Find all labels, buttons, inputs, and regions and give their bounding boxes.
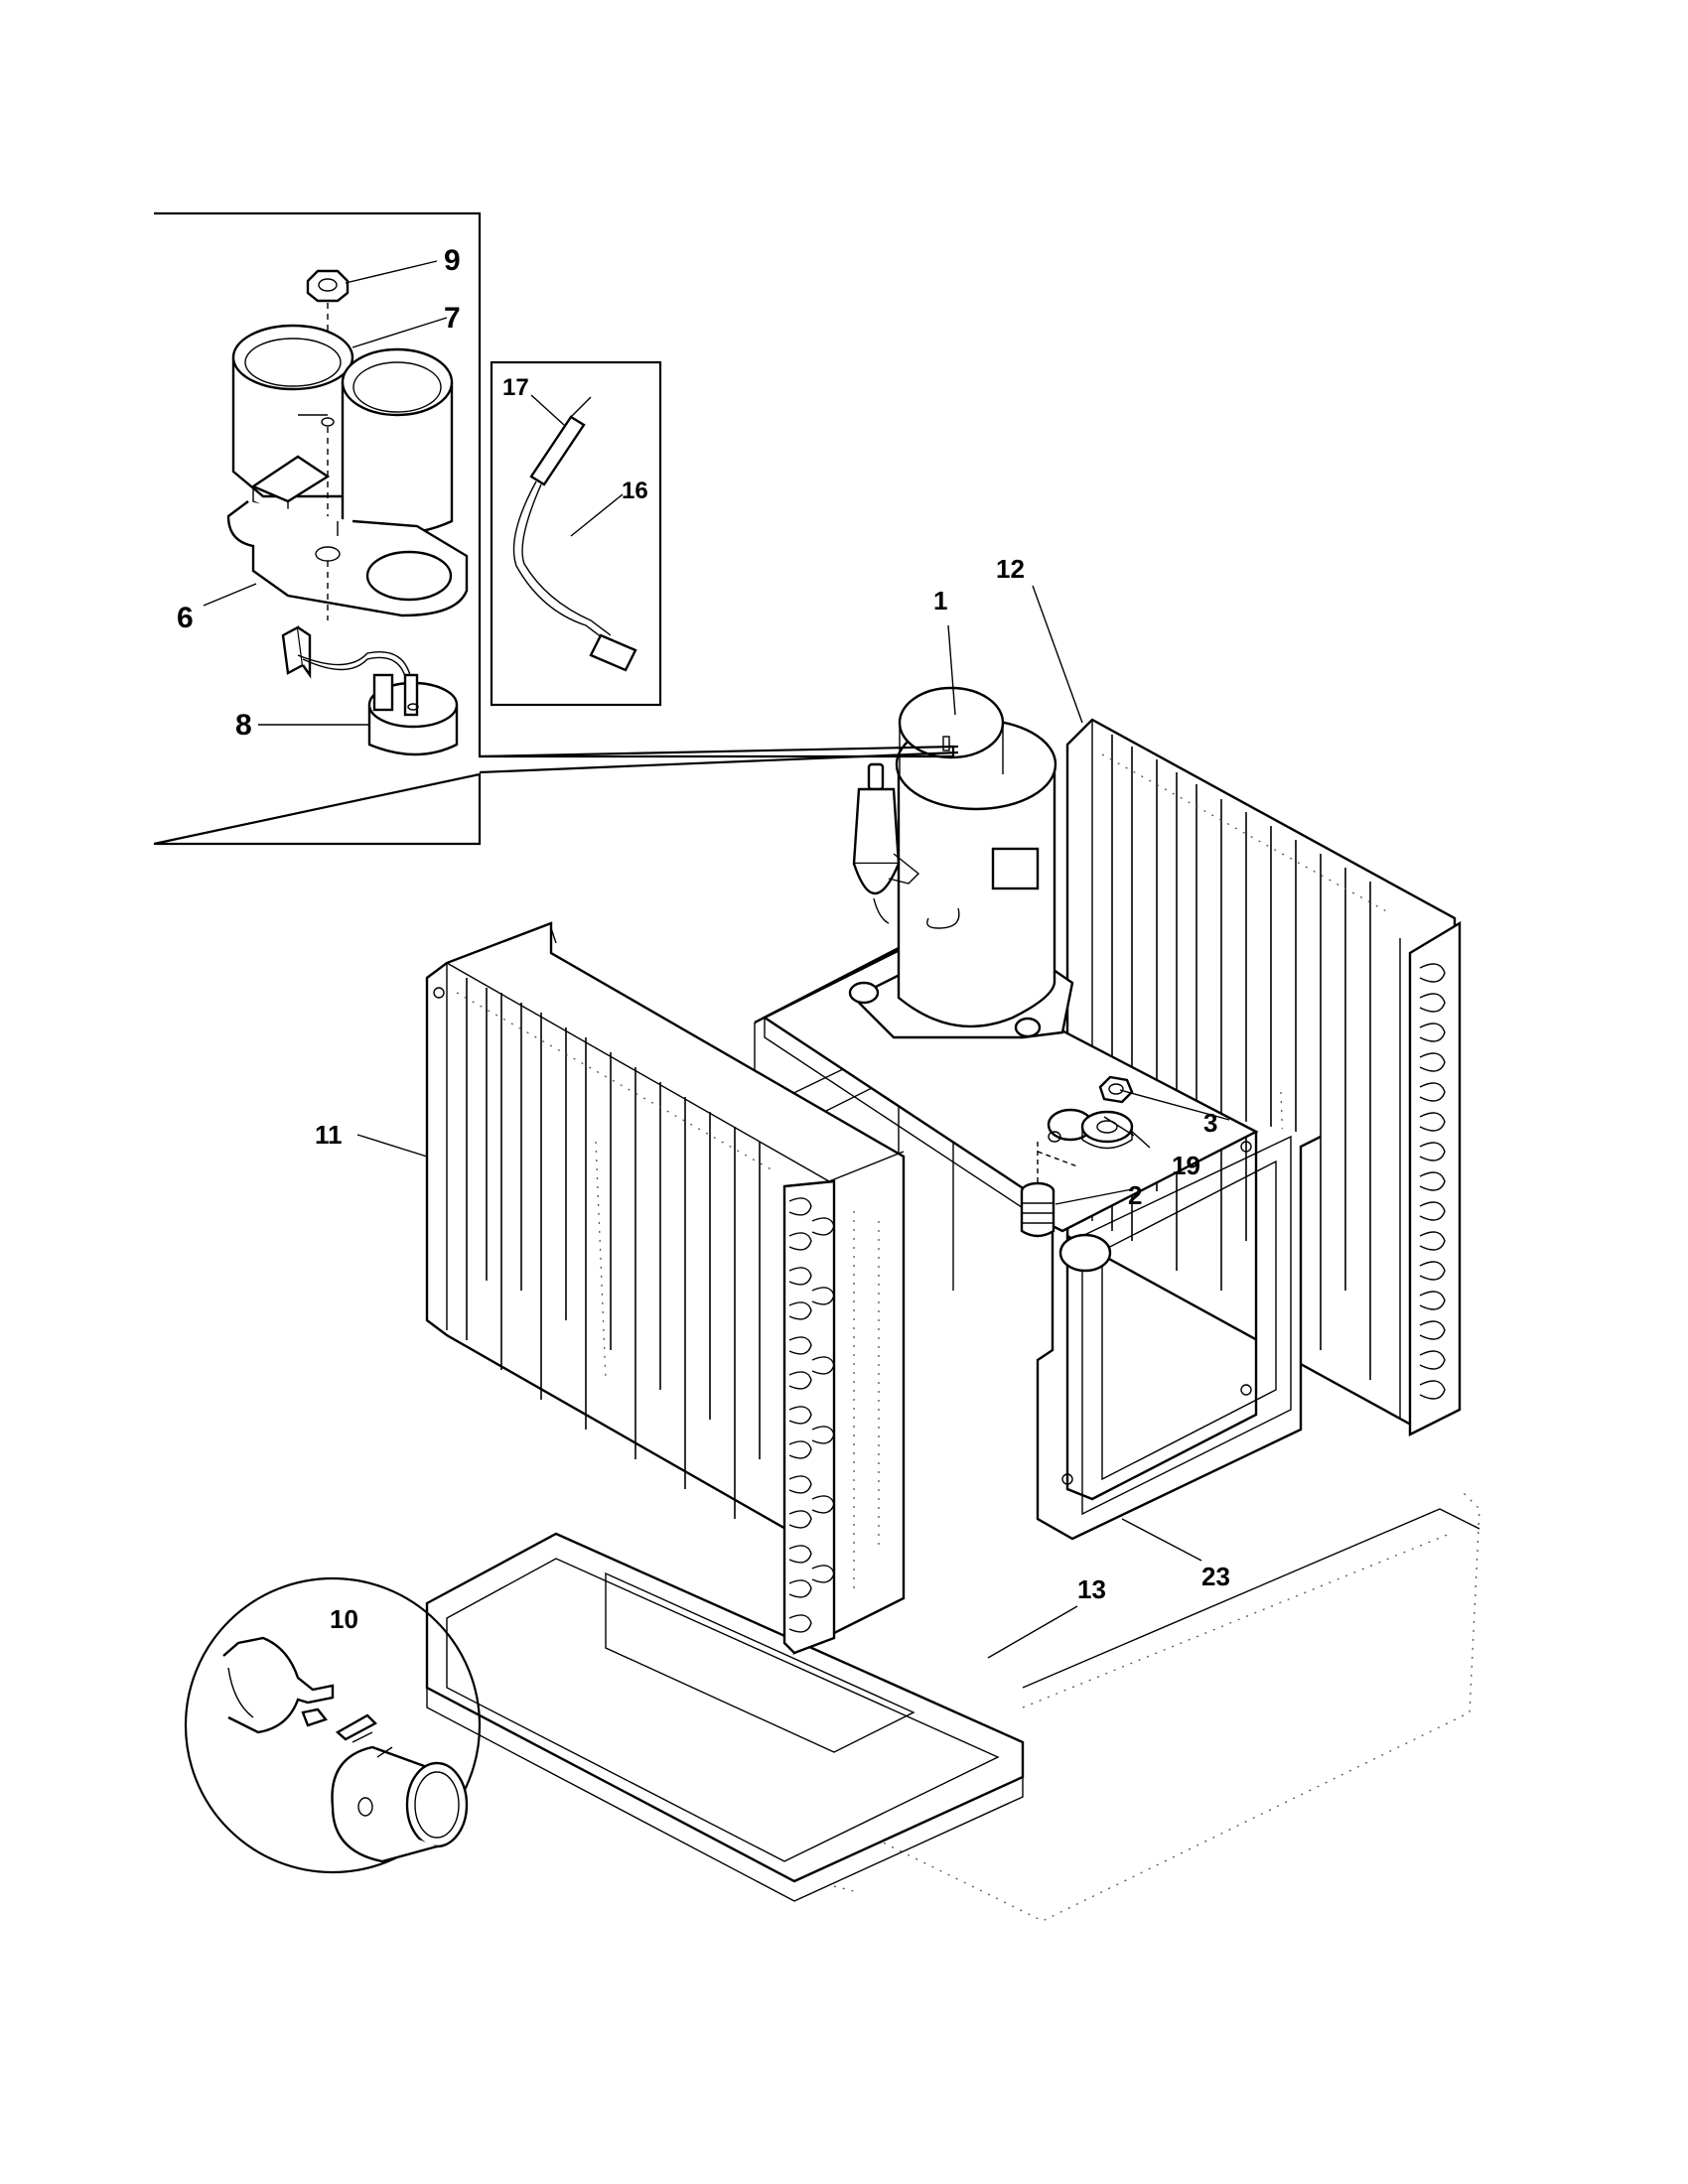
callout-7: 7 [444, 302, 461, 335]
callout-10: 10 [330, 1604, 358, 1634]
callout-17: 17 [502, 374, 529, 401]
callout-9: 9 [444, 244, 461, 277]
leader-lines [203, 260, 1230, 1659]
compressor-icon [848, 686, 1074, 1039]
grommet-icon [1080, 1110, 1134, 1150]
callout-8: 8 [235, 709, 252, 742]
base-pan-icon [425, 1488, 1480, 1922]
nut-icon [1098, 1075, 1134, 1104]
callout-16: 16 [622, 478, 648, 504]
callout-2: 2 [1128, 1180, 1142, 1210]
callout-11: 11 [315, 1120, 343, 1150]
inset-frame-sensor [490, 360, 662, 707]
callout-12: 12 [996, 554, 1025, 584]
gasket-plate-icon [226, 500, 469, 617]
callout-19: 19 [1172, 1151, 1200, 1180]
evaporator-coil-icon [425, 921, 906, 1655]
callout-3: 3 [1203, 1108, 1217, 1138]
condenser-coil-icon [1065, 718, 1462, 1436]
locknut-icon [306, 269, 350, 303]
terminal-cover-icon [231, 324, 454, 535]
callout-13: 13 [1077, 1574, 1106, 1604]
capacitor-icon [222, 1636, 469, 1863]
spring-mount-icon [1020, 1181, 1055, 1238]
callout-23: 23 [1201, 1562, 1230, 1591]
inset-frame-capacitor [184, 1576, 482, 1874]
thermistor-sensor-icon [512, 396, 637, 672]
callout-6: 6 [177, 602, 194, 634]
overload-protector-icon [281, 625, 459, 756]
callout-1: 1 [933, 586, 947, 615]
